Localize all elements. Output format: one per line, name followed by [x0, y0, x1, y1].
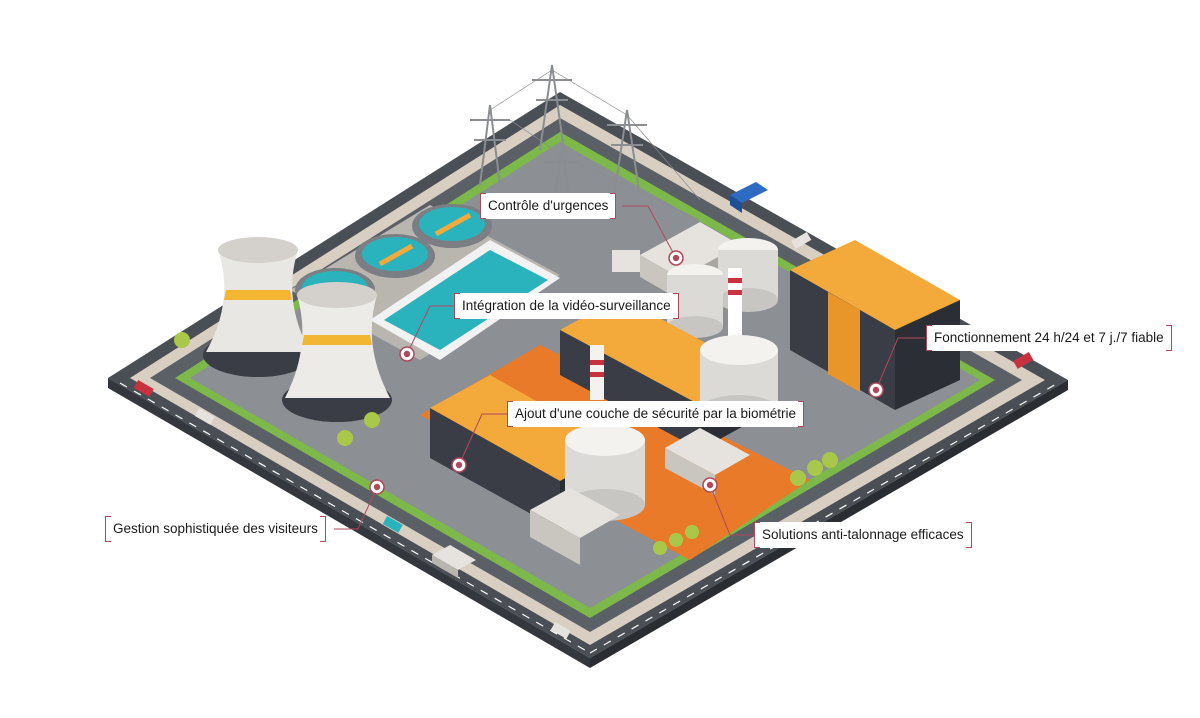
callout-video-surveillance[interactable]: Intégration de la vidéo-surveillance [454, 293, 679, 319]
car-icon [791, 232, 812, 249]
location-pin-icon[interactable] [702, 477, 718, 493]
location-pin-icon[interactable] [868, 382, 884, 398]
car-icon [194, 408, 215, 425]
callout-anti-tailgating[interactable]: Solutions anti-talonnage efficaces [754, 522, 972, 548]
location-pin-icon[interactable] [399, 346, 415, 362]
cooling-tower-icon [203, 237, 392, 422]
location-pin-icon[interactable] [369, 479, 385, 495]
car-icon [550, 622, 571, 639]
callout-24-7-operation[interactable]: Fonctionnement 24 h/24 et 7 j./7 fiable [926, 325, 1172, 351]
vehicles [133, 182, 1034, 639]
callout-visitor-management[interactable]: Gestion sophistiquée des visiteurs [105, 516, 326, 542]
truck-icon [432, 545, 476, 578]
callout-biometrics[interactable]: Ajout d'une couche de sécurité par la bi… [507, 401, 804, 427]
location-pins [369, 250, 884, 495]
callout-emergency-control-label: Contrôle d'urgences [488, 198, 609, 213]
power-pylon-icon [470, 64, 701, 221]
callout-video-surveillance-label: Intégration de la vidéo-surveillance [462, 298, 671, 313]
callout-emergency-control[interactable]: Contrôle d'urgences [480, 193, 617, 219]
location-pin-icon[interactable] [668, 250, 684, 266]
car-icon [382, 516, 403, 533]
reactor-dome-front [530, 424, 750, 565]
location-pin-icon[interactable] [451, 457, 467, 473]
callout-leaders [334, 205, 925, 536]
callout-anti-tailgating-label: Solutions anti-talonnage efficaces [762, 527, 964, 542]
road-markings [119, 382, 1059, 654]
callout-biometrics-label: Ajout d'une couche de sécurité par la bi… [515, 406, 796, 421]
car-icon [1013, 352, 1034, 369]
truck-icon [730, 182, 768, 213]
callout-24-7-operation-label: Fonctionnement 24 h/24 et 7 j./7 fiable [934, 330, 1164, 345]
callout-visitor-management-label: Gestion sophistiquée des visiteurs [113, 521, 318, 536]
car-icon [133, 380, 154, 397]
tree-icon [174, 332, 838, 555]
